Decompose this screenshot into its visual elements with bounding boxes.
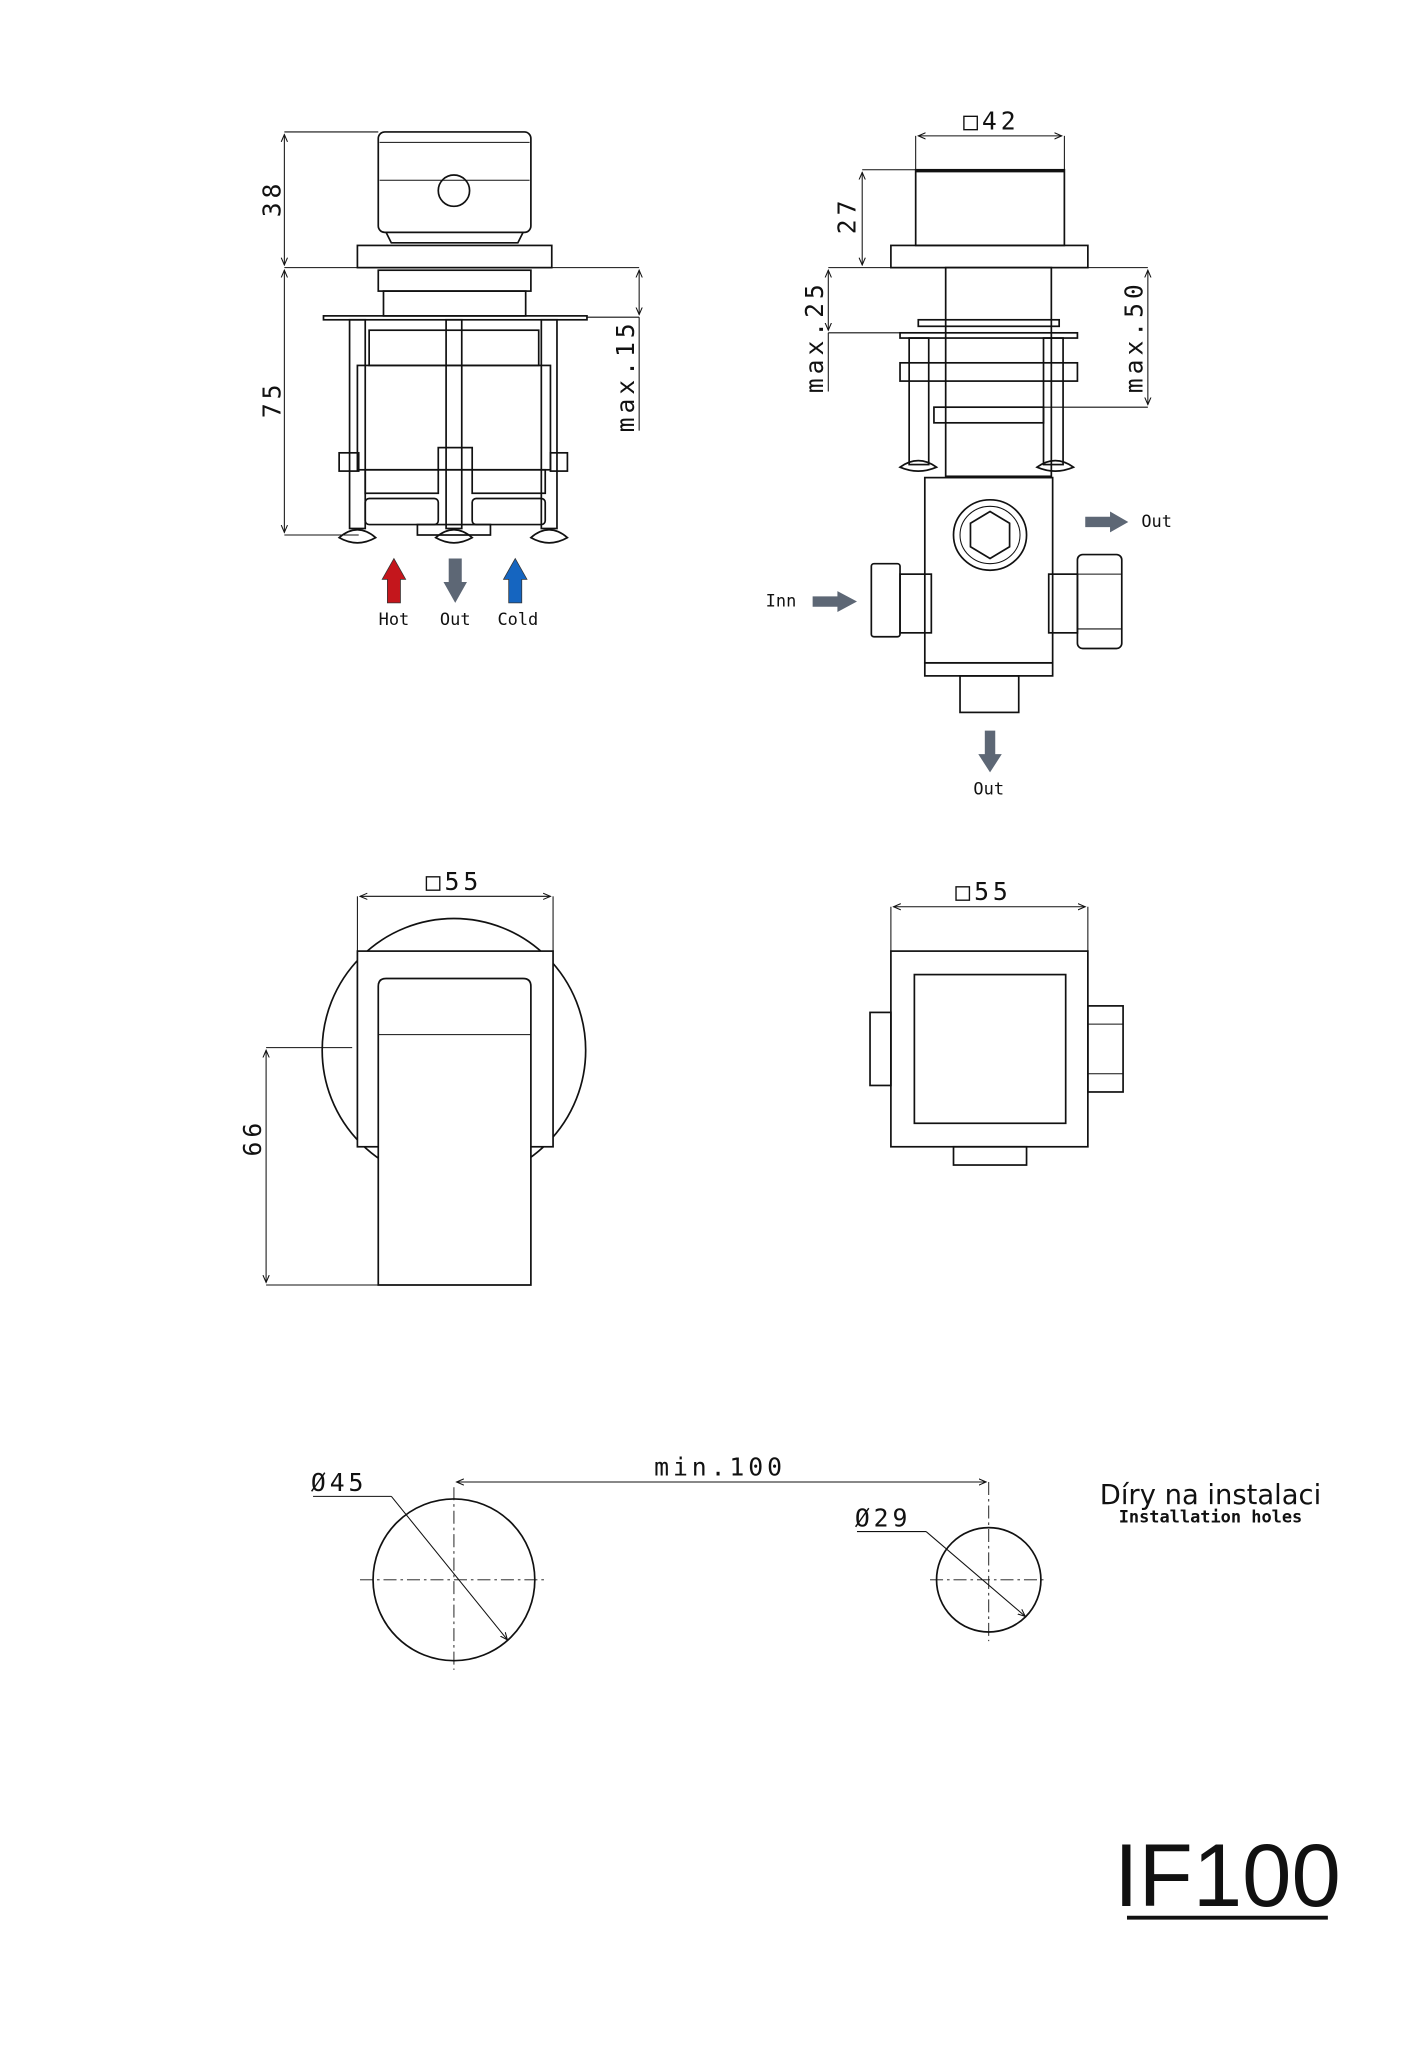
dim-max-50: max.50 — [1120, 280, 1149, 393]
label-out-bottom: Out — [973, 779, 1004, 799]
knob-indicator-icon — [437, 174, 471, 208]
dim-height-top: 38 — [257, 180, 286, 218]
label-out-right: Out — [1141, 511, 1172, 531]
dim-width-42: □42 — [963, 106, 1019, 135]
dim-spacing: min.100 — [654, 1452, 786, 1481]
dim-width-55-left: □55 — [426, 867, 482, 896]
model-number: IF100 — [1114, 1826, 1341, 1925]
hex-socket-icon — [969, 510, 1011, 560]
hot-inlet-arrow-icon — [381, 557, 407, 604]
label-hot: Hot — [379, 609, 410, 629]
installation-holes: Ø45 Ø29 min.100 Díry na instalaci Instal… — [311, 1452, 1321, 1670]
dim-height-27: 27 — [833, 197, 862, 235]
label-inn: Inn — [766, 591, 797, 611]
dim-height-66: 66 — [238, 1119, 267, 1157]
label-cold: Cold — [497, 609, 538, 629]
inlet-arrow-icon — [812, 591, 857, 612]
outlet-bottom-arrow-icon — [978, 730, 1002, 773]
outlet-arrow-icon — [443, 558, 467, 603]
plate-view-right: □55 — [869, 877, 1124, 1166]
dim-width-55-right: □55 — [955, 877, 1011, 906]
caption-en: Installation holes — [1119, 1506, 1303, 1526]
plate-view-left: □55 66 — [238, 867, 587, 1286]
caption-cz: Díry na instalaci — [1100, 1480, 1321, 1511]
dim-height-body: 75 — [257, 381, 286, 419]
dim-hole-29: Ø29 — [855, 1503, 911, 1532]
front-view: □42 27 max.25 max.50 Out Inn Out — [766, 106, 1172, 798]
label-out: Out — [440, 609, 471, 629]
cold-inlet-arrow-icon — [502, 557, 528, 604]
outlet-right-arrow-icon — [1085, 511, 1129, 533]
dim-max-depth: max.15 — [611, 319, 640, 432]
dim-hole-45: Ø45 — [311, 1468, 367, 1497]
side-view: 38 75 max.15 Hot Out Cold — [257, 131, 640, 629]
dim-max-25: max.25 — [800, 280, 829, 393]
